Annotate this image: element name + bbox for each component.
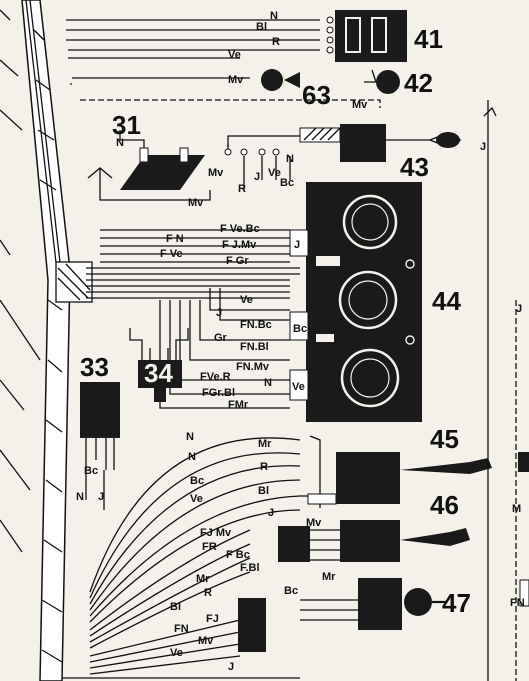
label-47: 47 bbox=[442, 588, 471, 618]
wire-label: Bc bbox=[280, 177, 294, 189]
wire-label: Bc bbox=[293, 323, 307, 335]
label-42: 42 bbox=[404, 68, 433, 98]
wire-label: F Gr bbox=[226, 255, 249, 267]
wire-label: N bbox=[186, 431, 194, 443]
wire-label: Ve bbox=[240, 294, 253, 306]
wire-label: Ve bbox=[190, 493, 203, 505]
wire-label: R bbox=[204, 587, 212, 599]
wire-label: FVe.R bbox=[200, 371, 231, 383]
wire-label: F.Bl bbox=[240, 562, 260, 574]
wire-label: Mv bbox=[198, 635, 214, 647]
label-41: 41 bbox=[414, 24, 443, 54]
wire-label: M bbox=[512, 503, 521, 515]
wire-label: Bl bbox=[256, 21, 267, 33]
wire-label: R bbox=[260, 461, 268, 473]
component-34 bbox=[129, 328, 189, 402]
component-31 bbox=[87, 130, 211, 201]
component-45 bbox=[300, 435, 492, 508]
wire-label: Bc bbox=[84, 465, 98, 477]
component-44 bbox=[289, 182, 422, 422]
label-44: 44 bbox=[432, 286, 461, 316]
wire-label: Ve bbox=[268, 167, 281, 179]
wire-label: Mr bbox=[322, 571, 336, 583]
component-33 bbox=[80, 382, 120, 510]
wire-label: Mv bbox=[352, 99, 368, 111]
wire-label: F Bc bbox=[226, 549, 250, 561]
wire-label: N bbox=[270, 10, 278, 22]
wire-label: FJ bbox=[206, 613, 219, 625]
label-46: 46 bbox=[430, 490, 459, 520]
wire-label: Gr bbox=[214, 332, 228, 344]
wire-label: F J.Mv bbox=[222, 239, 257, 251]
wire-label: Ve bbox=[228, 49, 241, 61]
wire-label: J bbox=[268, 507, 274, 519]
wire-label: F Ve bbox=[160, 248, 183, 260]
component-41 bbox=[326, 10, 407, 62]
wire-label: Bl bbox=[258, 485, 269, 497]
wire-label: N bbox=[188, 451, 196, 463]
wire-label: J bbox=[98, 491, 104, 503]
wire-label: R bbox=[272, 36, 280, 48]
wire-label: FMr bbox=[228, 399, 249, 411]
wire-label: N bbox=[76, 491, 84, 503]
label-31: 31 bbox=[112, 110, 141, 140]
main-harness bbox=[0, 0, 93, 681]
wire-label: Ve bbox=[170, 647, 183, 659]
wire-label: Ve bbox=[292, 381, 305, 393]
wire-label: J bbox=[228, 661, 234, 673]
wire-label: J bbox=[480, 141, 486, 153]
wire-label: Mv bbox=[228, 74, 244, 86]
label-43: 43 bbox=[400, 152, 429, 182]
wire-label: Bc bbox=[284, 585, 298, 597]
label-34: 34 bbox=[144, 358, 173, 388]
wire-label: J bbox=[254, 171, 260, 183]
wire-label: FN.Bc bbox=[240, 319, 272, 331]
wire-label: FJ Mv bbox=[200, 527, 232, 539]
component-47 bbox=[238, 578, 446, 652]
wire-label: FN.Mv bbox=[236, 361, 270, 373]
wire-label: Bl bbox=[170, 601, 181, 613]
label-45: 45 bbox=[430, 424, 459, 454]
wire-label: N bbox=[286, 153, 294, 165]
wire-label: Bc bbox=[190, 475, 204, 487]
wire-label: Mv bbox=[188, 197, 204, 209]
wire-label: F N bbox=[166, 233, 184, 245]
component-43 bbox=[224, 124, 462, 190]
component-46 bbox=[278, 520, 470, 562]
component-63 bbox=[261, 69, 300, 91]
wire-label: FGr.Bl bbox=[202, 387, 235, 399]
label-63: 63 bbox=[302, 80, 331, 110]
wire-label: J bbox=[216, 307, 222, 319]
wire-label: F Ve.Bc bbox=[220, 223, 260, 235]
wire-label: FN bbox=[174, 623, 189, 635]
label-33: 33 bbox=[80, 352, 109, 382]
wire-label: Mr bbox=[258, 438, 272, 450]
wire-label: Mv bbox=[306, 517, 322, 529]
wire-label: FR bbox=[202, 541, 217, 553]
wire-label: J bbox=[516, 303, 522, 315]
harness-branches bbox=[62, 19, 381, 679]
wire-label: FN.Bl bbox=[240, 341, 269, 353]
wire-label: FN bbox=[510, 597, 525, 609]
wire-label: Mr bbox=[196, 573, 210, 585]
wire-label: Mv bbox=[208, 167, 224, 179]
wire-label: R bbox=[238, 183, 246, 195]
wire-label: N bbox=[116, 137, 124, 149]
right-partial-wiring bbox=[483, 100, 529, 681]
wire-label: J bbox=[294, 239, 300, 251]
component-42 bbox=[364, 69, 400, 94]
wire-label: N bbox=[264, 377, 272, 389]
